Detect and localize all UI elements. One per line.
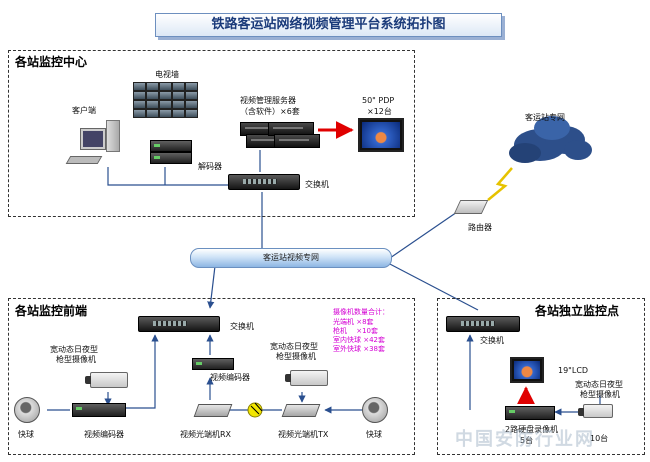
legend-item: 室外快球 ×38套 (333, 345, 385, 353)
server-label-1: 视频管理服务器 (240, 96, 296, 105)
cam-mid-label-1: 宽动态日夜型 (270, 342, 318, 351)
wire-encleft-switch (125, 334, 159, 409)
bullet-camera-icon (578, 404, 613, 418)
pdp-label-1: 50" PDP (362, 96, 395, 105)
switch-ind-label: 交换机 (480, 336, 504, 345)
decoder-stack-icon (150, 140, 195, 164)
cam-left-label-1: 宽动态日夜型 (50, 345, 98, 354)
lightning-icon (487, 167, 513, 201)
wire-client-switch (107, 167, 228, 186)
bullet-camera-icon (85, 372, 128, 388)
server-label-2: （含软件）×6套 (240, 107, 300, 116)
lcd-label: 19"LCD (558, 366, 589, 375)
region-title-front: 各站监控前端 (15, 304, 88, 318)
cam-ind-label-2: 枪型摄像机 (580, 390, 620, 399)
tv-wall-icon (133, 82, 203, 132)
dvr-label-2: 5台 (520, 436, 534, 445)
cam-mid-label-2: 枪型摄像机 (276, 352, 316, 361)
cam-ind-label-1: 宽动态日夜型 (575, 380, 623, 389)
switch-center-label: 交换机 (305, 180, 329, 189)
wire-pipe-ind (385, 261, 479, 311)
video-encoder-icon (72, 403, 126, 417)
lcd-monitor-icon (510, 357, 544, 383)
cam-ind-count-label: 10台 (590, 434, 609, 443)
tv-wall-label: 电视墙 (155, 70, 179, 79)
dvr-icon (505, 406, 555, 420)
dome-camera-icon (14, 397, 40, 423)
watermark-text: 中国安防行业网 (455, 429, 595, 450)
switch-center-icon (228, 174, 300, 190)
wire-router-pipe (389, 209, 461, 259)
fiber-rx-label: 视频光端机RX (180, 430, 232, 439)
pdp-label-2: ×12台 (367, 107, 392, 116)
cam-left-label-2: 枪型摄像机 (56, 355, 96, 364)
wire-pipe-front (207, 265, 216, 309)
client-label: 客户端 (72, 106, 96, 115)
legend-item: 枪机 ×10套 (333, 327, 378, 335)
switch-independent-icon (446, 316, 520, 332)
private-net-label: 客运站专网 (525, 113, 565, 122)
pipe-label: 客运站视频专网 (263, 253, 319, 262)
client-tower-icon (106, 120, 120, 152)
region-front-end (8, 298, 415, 455)
router-label: 路由器 (468, 223, 492, 232)
pdp-monitor-icon (358, 118, 404, 152)
legend-heading: 摄像机数量合计： (333, 308, 389, 316)
page-title: 铁路客运站网络视频管理平台系统拓扑图 (155, 13, 502, 37)
cloud-icon (509, 116, 592, 163)
legend-item: 室内快球 ×42套 (333, 336, 385, 344)
legend-item: 光端机 ×8套 (333, 318, 374, 326)
region-title-center: 各站监控中心 (15, 55, 88, 69)
dome-right-label: 快球 (366, 430, 382, 439)
video-encoder-icon (192, 358, 234, 370)
switch-front-icon (138, 316, 220, 332)
client-keyboard-icon (65, 156, 103, 164)
switch-front-label: 交换机 (230, 322, 254, 331)
server-icon (274, 134, 320, 148)
decoder-label: 解码器 (198, 162, 222, 171)
encoder-left-label: 视频编码器 (84, 430, 124, 439)
bullet-camera-icon (285, 370, 328, 386)
dome-left-label: 快球 (18, 430, 34, 439)
region-title-independent: 各站独立监控点 (535, 304, 620, 318)
encoder-mid-label: 视频编码器 (210, 373, 250, 382)
client-monitor-icon (80, 128, 106, 150)
fiber-transceiver-tx-icon (281, 404, 321, 417)
dvr-label-1: 2路硬盘录像机 (505, 425, 559, 434)
fiber-transceiver-rx-icon (193, 404, 233, 417)
fiber-tx-label: 视频光端机TX (278, 430, 329, 439)
dome-camera-icon (362, 397, 388, 423)
region-monitor-center (8, 50, 415, 217)
region-independent-point (437, 298, 645, 455)
video-private-network-pipe: 客运站视频专网 (190, 248, 392, 268)
